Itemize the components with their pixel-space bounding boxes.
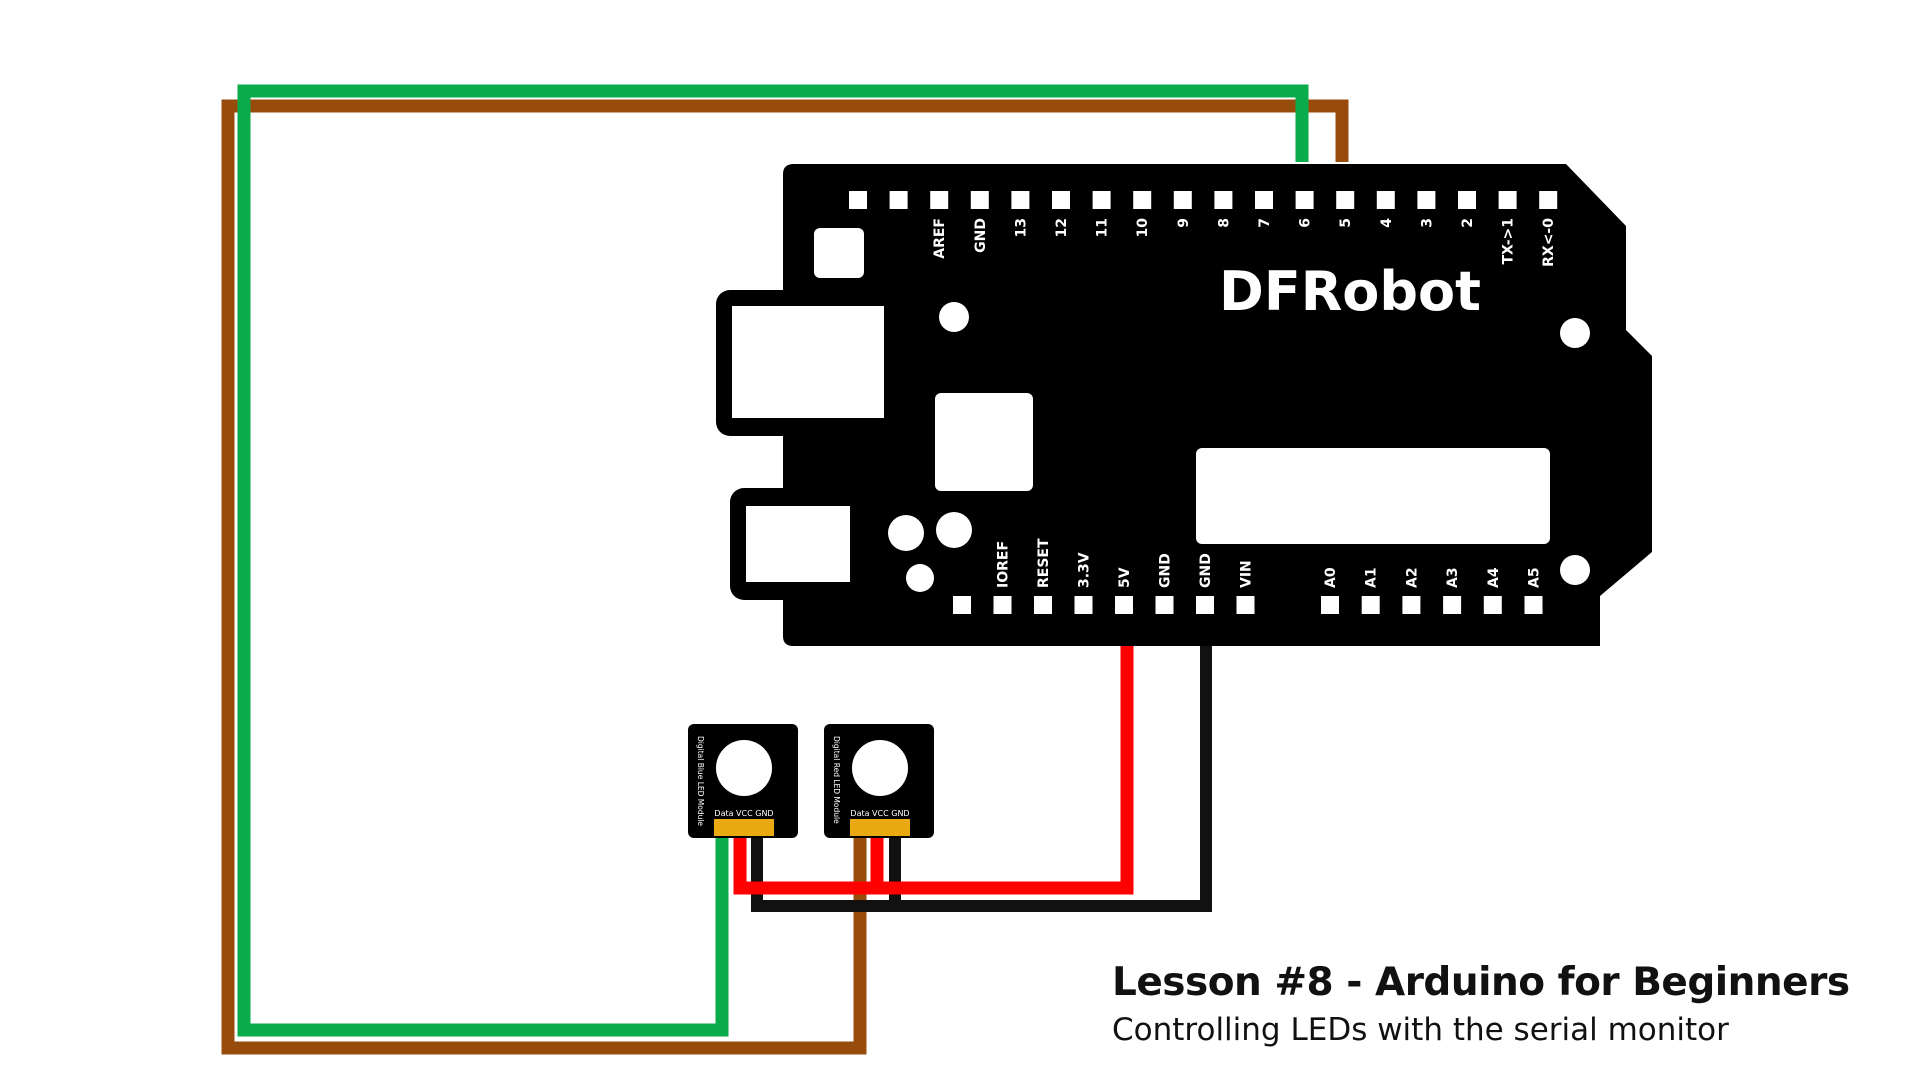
pin-pad (1524, 596, 1543, 614)
capacitor (888, 515, 924, 551)
analog-pin-label: A2 (1404, 567, 1420, 588)
pin-pad (1402, 596, 1421, 614)
analog-pin-label: A4 (1486, 567, 1502, 588)
top-pin-label: 5 (1338, 218, 1354, 228)
top-pin-label: 6 (1298, 218, 1314, 228)
usb-port-opening (732, 306, 884, 418)
pin-pad (1214, 191, 1233, 209)
green-wire (237, 84, 1309, 1037)
power-pin-label: RESET (1036, 538, 1052, 588)
top-pin-label: 10 (1135, 218, 1151, 238)
pin-pad (1458, 191, 1476, 209)
pin-pad (1115, 596, 1133, 614)
pin-pad (1155, 596, 1174, 614)
pin-pad (889, 191, 908, 209)
top-pin-label: 12 (1054, 218, 1070, 237)
brown-wire (221, 99, 1349, 1055)
mounting-hole (1560, 318, 1590, 348)
pin-pad (1092, 191, 1111, 209)
caption-title: Lesson #8 - Arduino for Beginners (1112, 960, 1850, 1005)
mounting-hole (939, 302, 969, 332)
power-pin-label: GND (1198, 553, 1214, 588)
caption-subtitle: Controlling LEDs with the serial monitor (1112, 1012, 1729, 1048)
power-pin-label: 3.3V (1077, 552, 1093, 588)
chip-square (935, 393, 1033, 491)
top-pin-label: 7 (1257, 218, 1273, 228)
pin-pad (1483, 596, 1502, 614)
pin-pad (1295, 191, 1314, 209)
mounting-hole (1560, 555, 1590, 585)
top-pin-label: 3 (1419, 218, 1435, 228)
pin-pad (1196, 596, 1214, 614)
pin-pad (930, 191, 949, 209)
power-jack-opening (746, 506, 850, 582)
power-pin-label: 5V (1117, 567, 1133, 588)
pin-pad (1539, 191, 1558, 209)
pin-pad (1011, 191, 1030, 209)
arduino-board: DFRobot AREF GND 13 12 11 10 9 8 7 6 5 4 3 2 TX->1 RX<-… (716, 164, 1652, 646)
pin-pad (1052, 191, 1070, 209)
pin-pad (1376, 191, 1395, 209)
header-socket (1196, 448, 1550, 544)
top-pin-label: 9 (1176, 218, 1192, 228)
module-side-label: Digital Blue LED Module (696, 736, 705, 826)
pin-pad (1498, 191, 1517, 209)
pin-pad (1173, 191, 1192, 209)
top-pin-header: AREF GND 13 12 11 10 9 8 7 6 5 4 3 2 TX->1 RX<-0 (849, 191, 1558, 267)
connector (714, 819, 774, 836)
pin-pad (1443, 596, 1462, 614)
top-pin-label: 8 (1216, 218, 1232, 228)
top-pin-label: 11 (1095, 218, 1111, 237)
module-side-label: Digital Red LED Module (832, 736, 841, 824)
top-pin-label: TX->1 (1501, 218, 1517, 264)
board-brand: DFRobot (1219, 260, 1481, 323)
capacitor (906, 564, 934, 592)
power-pin-label: IOREF (996, 541, 1012, 588)
pin-pad (953, 596, 971, 614)
pin-pad (1074, 596, 1093, 614)
pin-pad (1321, 596, 1339, 614)
pin-pad (1417, 191, 1436, 209)
module-pin-label: Data VCC GND (714, 809, 773, 818)
power-pin-label: GND (1158, 553, 1174, 588)
top-pin-label: 13 (1013, 218, 1029, 237)
top-pin-label: 2 (1460, 218, 1476, 228)
pin-pad (849, 191, 867, 209)
bottom-pin-header: IOREF RESET 3.3V 5V GND GND VIN A0 A1 A2 A3 A4 A5 (953, 538, 1543, 614)
module-pin-label: Data VCC GND (850, 809, 909, 818)
pin-pad (1034, 596, 1052, 614)
connector (850, 819, 910, 836)
analog-pin-label: A0 (1323, 567, 1339, 588)
led-lens (716, 740, 772, 796)
analog-pin-label: A3 (1445, 567, 1461, 588)
power-pin-label: VIN (1239, 560, 1255, 588)
capacitor (936, 512, 972, 548)
red-wire (733, 640, 1134, 895)
pin-pad (1255, 191, 1273, 209)
analog-pin-label: A1 (1364, 567, 1380, 588)
pin-pad (1361, 596, 1380, 614)
top-pin-label: RX<-0 (1541, 218, 1557, 267)
pin-pad (1236, 596, 1255, 614)
top-pin-label: GND (973, 218, 989, 253)
analog-pin-label: A5 (1527, 567, 1543, 588)
reset-button (814, 228, 864, 278)
top-pin-label: AREF (932, 218, 948, 259)
pin-pad (1336, 191, 1355, 209)
pin-pad (970, 191, 989, 209)
pin-pad (993, 596, 1012, 614)
pin-pad (1133, 191, 1152, 209)
led-lens (852, 740, 908, 796)
top-pin-label: 4 (1379, 218, 1395, 228)
black-wire (751, 640, 1212, 912)
